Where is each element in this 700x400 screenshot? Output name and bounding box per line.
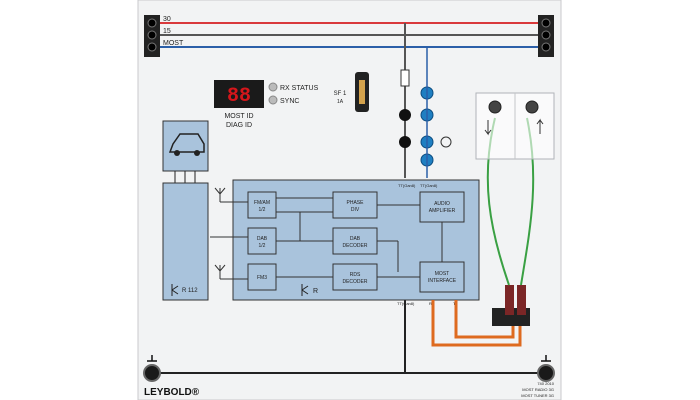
catalog-number: 740 2010	[537, 381, 554, 386]
car-box	[162, 120, 209, 172]
test-point-label: TT(Gan8)	[420, 183, 438, 188]
sync-label: SYNC	[280, 98, 299, 105]
block-audio-amplifier	[419, 191, 465, 223]
block-fmam	[247, 191, 277, 219]
id-display	[214, 80, 264, 108]
orange-wire	[454, 300, 515, 339]
black-jack-socket[interactable]	[399, 109, 411, 121]
block-dab-line1: DAB	[257, 236, 268, 242]
block-phase-line2: DIV	[351, 207, 360, 213]
bus-label-30: 30	[163, 16, 171, 23]
arrow-down-icon	[484, 120, 492, 136]
brand-logo: LEYBOLD®	[144, 387, 200, 398]
block-most-line1: MOST	[435, 271, 449, 277]
fuse-rating: 1A	[337, 99, 344, 105]
terminal-socket[interactable]	[147, 30, 157, 40]
block-fm3-label: FM3	[257, 275, 267, 281]
r112-label: R 112	[182, 288, 198, 294]
antenna-icon	[214, 264, 226, 279]
block-most-interface	[419, 261, 465, 293]
sync-led	[268, 95, 278, 105]
block-fmam-line1: FM/AM	[254, 200, 270, 206]
bus-label-most: MOST	[163, 40, 184, 47]
rx-status-led	[268, 82, 278, 92]
block-rds-decoder-line1: RDS	[350, 272, 361, 278]
wheel-icon	[174, 150, 180, 156]
fiber-plug[interactable]	[505, 285, 514, 315]
fiber-port-tx[interactable]	[488, 100, 502, 114]
block-dab-decoder-line2: DECODER	[342, 243, 367, 249]
fiber-port-rx[interactable]	[525, 100, 539, 114]
bus-label-15: 15	[163, 28, 171, 35]
arrow-up-icon	[536, 118, 544, 134]
rx-status-label: RX STATUS	[280, 85, 319, 92]
block-dab-line2: 1/2	[259, 243, 266, 249]
block-phase-line1: PHASE	[347, 200, 365, 206]
resistor-symbol	[400, 69, 410, 87]
block-dab	[247, 227, 277, 255]
fuse-element	[359, 80, 365, 104]
ground-symbol-icon	[541, 355, 551, 362]
orange-wire	[431, 300, 522, 347]
block-audio-line2: AMPLIFIER	[429, 208, 456, 214]
fuse-label: SF 1	[334, 91, 347, 97]
block-fm3	[247, 263, 277, 291]
catalog-line-tuner: MOST TUNER 3G	[521, 393, 554, 398]
r112-block	[162, 182, 209, 301]
terminal-socket[interactable]	[147, 42, 157, 52]
antenna-icon	[214, 187, 226, 202]
wheel-icon	[194, 150, 200, 156]
fiber-plug[interactable]	[517, 285, 526, 315]
block-most-line2: INTERFACE	[428, 278, 457, 284]
test-point-label: TT(Gan8)	[398, 183, 416, 188]
block-fmam-line2: 1/2	[259, 207, 266, 213]
transistor-icon	[301, 284, 309, 296]
r-label: R	[313, 288, 318, 295]
block-rds-decoder-line2: DECODER	[342, 279, 367, 285]
black-jack-socket[interactable]	[399, 136, 411, 148]
block-dab-decoder	[332, 227, 378, 255]
terminal-socket[interactable]	[541, 30, 551, 40]
car-icon	[168, 133, 205, 153]
most-id-label: MOST ID	[224, 113, 253, 120]
ground-socket-left[interactable]	[143, 364, 161, 382]
catalog-line-radio: MOST RADIO 3G	[522, 387, 554, 392]
block-phase-div	[332, 191, 378, 219]
diag-id-label: DIAG ID	[226, 122, 252, 129]
block-dab-decoder-line1: DAB	[350, 236, 361, 242]
ground-symbol-icon	[147, 355, 157, 362]
pin-label-a: Rx	[429, 301, 434, 306]
terminal-socket[interactable]	[541, 42, 551, 52]
terminal-socket[interactable]	[541, 18, 551, 28]
block-audio-line1: AUDIO	[434, 201, 450, 207]
display-digits: 88	[227, 85, 251, 108]
terminal-socket[interactable]	[147, 18, 157, 28]
block-rds-decoder	[332, 263, 378, 291]
test-point-label: TT(Gan8)	[397, 301, 415, 306]
ground-icon	[440, 136, 452, 148]
transistor-icon	[171, 284, 179, 296]
ground-socket-right[interactable]	[537, 364, 555, 382]
